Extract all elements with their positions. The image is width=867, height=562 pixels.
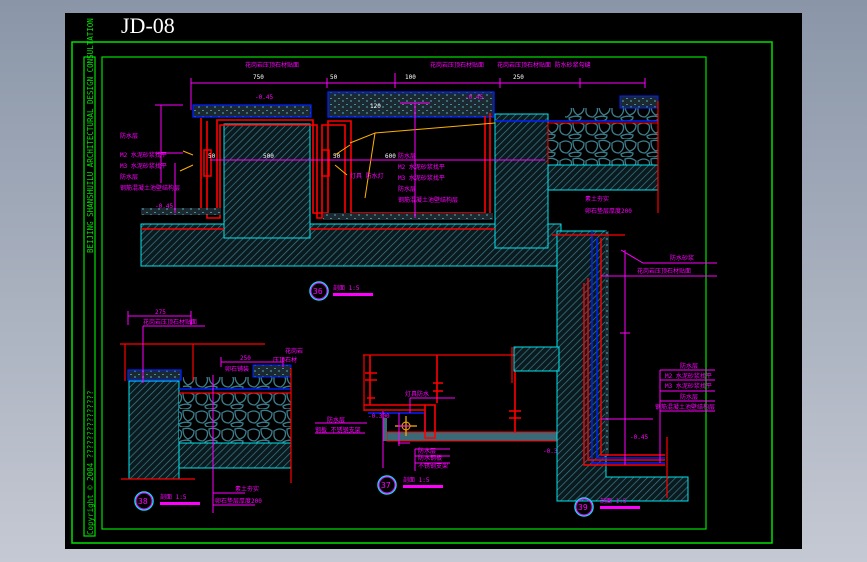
detail-number: 37: [381, 481, 391, 490]
detail-39: 防水砂浆 花岗岩压顶石材贴面 防水层 M2 水泥砂浆找平 M3 水泥砂浆找平 防…: [511, 230, 717, 517]
sheet-title: JD-08: [121, 13, 175, 38]
cobble-layer: [547, 122, 659, 166]
title-strip: [83, 56, 96, 537]
svg-text:120: 120: [370, 103, 381, 110]
label-5: M3 水泥砂浆找平: [665, 382, 712, 390]
copyright-text: Copyright © 2004 ???????????????: [86, 391, 95, 536]
detail-37-tag: 37 剖面 1:5: [377, 475, 443, 495]
drawing-canvas: JD-08 BEIJING SHANSHUILU ARCHITECTURAL D…: [71, 13, 773, 544]
label-7: 钢筋混凝土池壁结构层: [655, 403, 715, 411]
label-2: 防水层: [327, 416, 345, 424]
label-4: 防水层: [418, 447, 436, 455]
bed-left: [141, 208, 221, 215]
coping-cap: [192, 104, 312, 118]
detail-caption: 剖面 1:5: [333, 284, 360, 292]
ledge: [513, 346, 560, 372]
callout-top-1: 花岗岩压顶石材贴面: [245, 61, 299, 69]
central-pier: [223, 123, 311, 239]
svg-text:50: 50: [330, 74, 338, 81]
callout-top-2: 花岗岩压顶石材贴面: [430, 61, 484, 69]
elev-2: -0.300: [543, 448, 565, 455]
detail-37: 灯具防水 防水层 钢板 不锈钢支架 防水层 防水钢板 不锈钢支架 -0.300 …: [315, 350, 565, 495]
callout-bottom-1: 素土夯实: [585, 195, 609, 203]
company-name: BEIJING SHANSHUILU ARCHITECTURAL DESIGN …: [86, 13, 95, 253]
callout-4: 压顶石材: [273, 356, 297, 364]
light-fixture-right: [321, 149, 330, 177]
dim-250: 250: [240, 355, 251, 362]
pool-wall: [494, 113, 549, 249]
detail-number: 38: [138, 497, 148, 506]
cobble-layer-38: [179, 393, 291, 443]
svg-text:250: 250: [513, 74, 524, 81]
paver-edge: [619, 95, 659, 109]
elev-1: -0.300: [368, 413, 390, 420]
bed-right: [323, 213, 493, 220]
label-right-5: 钢筋混凝土池壁结构层: [398, 196, 458, 204]
light-fixture-left: [203, 149, 212, 177]
base-slab: [140, 223, 562, 267]
elev-2: -0.45: [465, 94, 483, 101]
label-6: 防水层: [680, 393, 698, 401]
label-right-1: 防水层: [398, 152, 416, 160]
detail-36: 750 50 100 250 500 600 50 50 120 花岗岩压顶石材贴面 花岗岩…: [120, 61, 659, 301]
label-left-2: M2 水泥砂浆找平: [120, 151, 167, 159]
coping-block: [128, 380, 180, 480]
detail-number: 39: [578, 503, 588, 512]
detail-39-tag: 39 剖面 1:5: [574, 497, 640, 517]
label-left-1: 防水层: [120, 132, 138, 140]
detail-38-tag: 38 剖面 1:5: [134, 491, 200, 511]
callout-top-3: 花岗岩压顶石材贴面 防水砂浆勾缝: [497, 61, 591, 69]
svg-text:50: 50: [333, 153, 341, 160]
detail-caption: 剖面 1:5: [403, 476, 430, 484]
cad-drawing-sheet: JD-08 BEIJING SHANSHUILU ARCHITECTURAL D…: [65, 13, 802, 549]
callout-3: 花岗岩: [285, 347, 303, 355]
svg-text:600: 600: [385, 153, 396, 160]
detail-38: 275 250 花岗岩压顶石材贴面 卵石铺装 花岗岩 压顶石材 素土夯实 卵石垫…: [120, 309, 303, 513]
detail-caption: 剖面 1:5: [600, 497, 627, 505]
label-3: 防水层: [680, 362, 698, 370]
svg-text:500: 500: [263, 153, 274, 160]
svg-text:750: 750: [253, 74, 264, 81]
label-left-5: 钢筋混凝土池壁结构层: [120, 184, 180, 192]
label-1: 防水砂浆: [670, 254, 694, 262]
elev-3: -0.45: [155, 203, 173, 210]
dim-275: 275: [155, 309, 166, 316]
svg-text:50: 50: [208, 153, 216, 160]
callout-bottom-2: 卵石垫层厚度200: [215, 497, 262, 505]
outer-frame: [71, 41, 773, 544]
label-4: M2 水泥砂浆找平: [665, 372, 712, 380]
callout-bottom-1: 素土夯实: [235, 485, 259, 493]
label-3: 钢板 不锈钢支架: [315, 426, 361, 434]
inner-frame: [101, 56, 707, 530]
pebble-top: [565, 108, 658, 121]
callout-1: 花岗岩压顶石材贴面: [143, 318, 197, 326]
label-right-3: M3 水泥砂浆找平: [398, 174, 445, 182]
label-1: 灯具防水: [405, 390, 429, 398]
callout-bottom-2: 卵石垫层厚度200: [585, 207, 632, 215]
label-right-4: 防水层: [398, 185, 416, 193]
callout-2: 卵石铺装: [225, 365, 249, 373]
detail-caption: 剖面 1:5: [160, 493, 187, 501]
label-left-4: 防水层: [120, 173, 138, 181]
label-5: 防水钢板: [418, 454, 442, 462]
label-left-3: M3 水泥砂浆找平: [120, 162, 167, 170]
detail-number: 36: [313, 287, 323, 296]
elev-1: -0.45: [255, 94, 273, 101]
elev-1: -0.45: [630, 434, 648, 441]
label-6: 不锈钢支架: [418, 462, 448, 470]
gravel-layer: [547, 164, 659, 191]
note-light: 灯具 防水灯: [350, 172, 384, 180]
label-2: 花岗岩压顶石材贴面: [637, 267, 691, 275]
label-right-2: M2 水泥砂浆找平: [398, 163, 445, 171]
svg-text:100: 100: [405, 74, 416, 81]
coping-stone: [327, 91, 495, 118]
detail-36-tag: 36 剖面 1:5: [309, 281, 373, 301]
